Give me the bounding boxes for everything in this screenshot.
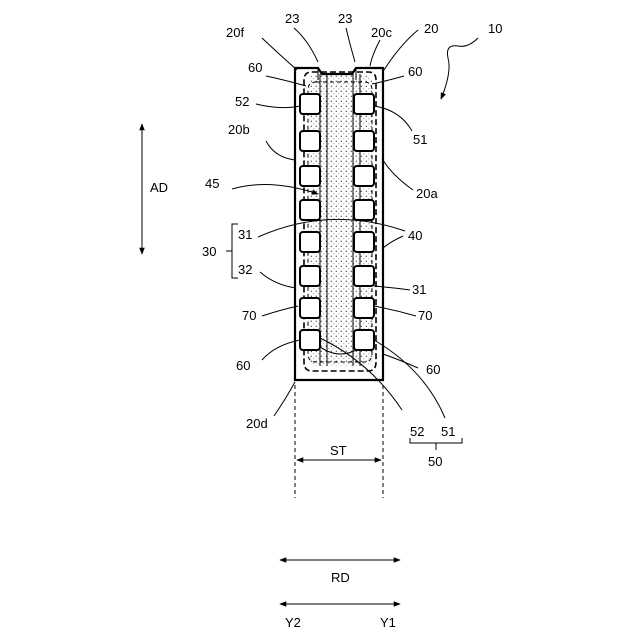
label-52-bottom: 52 bbox=[410, 424, 424, 439]
label-52-top: 52 bbox=[235, 94, 249, 109]
label-60-br: 60 bbox=[426, 362, 440, 377]
label-20b: 20b bbox=[228, 122, 250, 137]
label-60-bl: 60 bbox=[236, 358, 250, 373]
pad-right-2 bbox=[354, 131, 374, 151]
pad-left-2 bbox=[300, 131, 320, 151]
label-40: 40 bbox=[408, 228, 422, 243]
pad-right-5 bbox=[354, 232, 374, 252]
pad-right-8 bbox=[354, 330, 374, 350]
label-AD: AD bbox=[150, 180, 168, 195]
label-23-right: 23 bbox=[338, 11, 352, 26]
label-50: 50 bbox=[428, 454, 442, 469]
label-31-left: 31 bbox=[238, 227, 252, 242]
label-20f: 20f bbox=[226, 25, 244, 40]
label-60-tl: 60 bbox=[248, 60, 262, 75]
label-45: 45 bbox=[205, 176, 219, 191]
pad-right-4 bbox=[354, 200, 374, 220]
label-ST: ST bbox=[330, 443, 347, 458]
pad-left-6 bbox=[300, 266, 320, 286]
label-20d: 20d bbox=[246, 416, 268, 431]
label-RD: RD bbox=[331, 570, 350, 585]
label-20a: 20a bbox=[416, 186, 438, 201]
label-10: 10 bbox=[488, 21, 502, 36]
pad-left-3 bbox=[300, 166, 320, 186]
label-51-top: 51 bbox=[413, 132, 427, 147]
pad-right-3 bbox=[354, 166, 374, 186]
pad-left-5 bbox=[300, 232, 320, 252]
label-32: 32 bbox=[238, 262, 252, 277]
pad-right-1 bbox=[354, 94, 374, 114]
label-30: 30 bbox=[202, 244, 216, 259]
ref-10-arrow bbox=[441, 38, 478, 99]
pad-left-1 bbox=[300, 94, 320, 114]
label-70-right: 70 bbox=[418, 308, 432, 323]
pad-left-7 bbox=[300, 298, 320, 318]
label-23-left: 23 bbox=[285, 11, 299, 26]
label-20: 20 bbox=[424, 21, 438, 36]
pad-left-8 bbox=[300, 330, 320, 350]
label-Y1: Y1 bbox=[380, 615, 396, 630]
label-60-tr: 60 bbox=[408, 64, 422, 79]
label-51-bottom: 51 bbox=[441, 424, 455, 439]
label-31-right: 31 bbox=[412, 282, 426, 297]
label-Y2: Y2 bbox=[285, 615, 301, 630]
label-20c: 20c bbox=[371, 25, 392, 40]
pad-left-4 bbox=[300, 200, 320, 220]
pad-right-7 bbox=[354, 298, 374, 318]
label-70-left: 70 bbox=[242, 308, 256, 323]
pad-right-6 bbox=[354, 266, 374, 286]
